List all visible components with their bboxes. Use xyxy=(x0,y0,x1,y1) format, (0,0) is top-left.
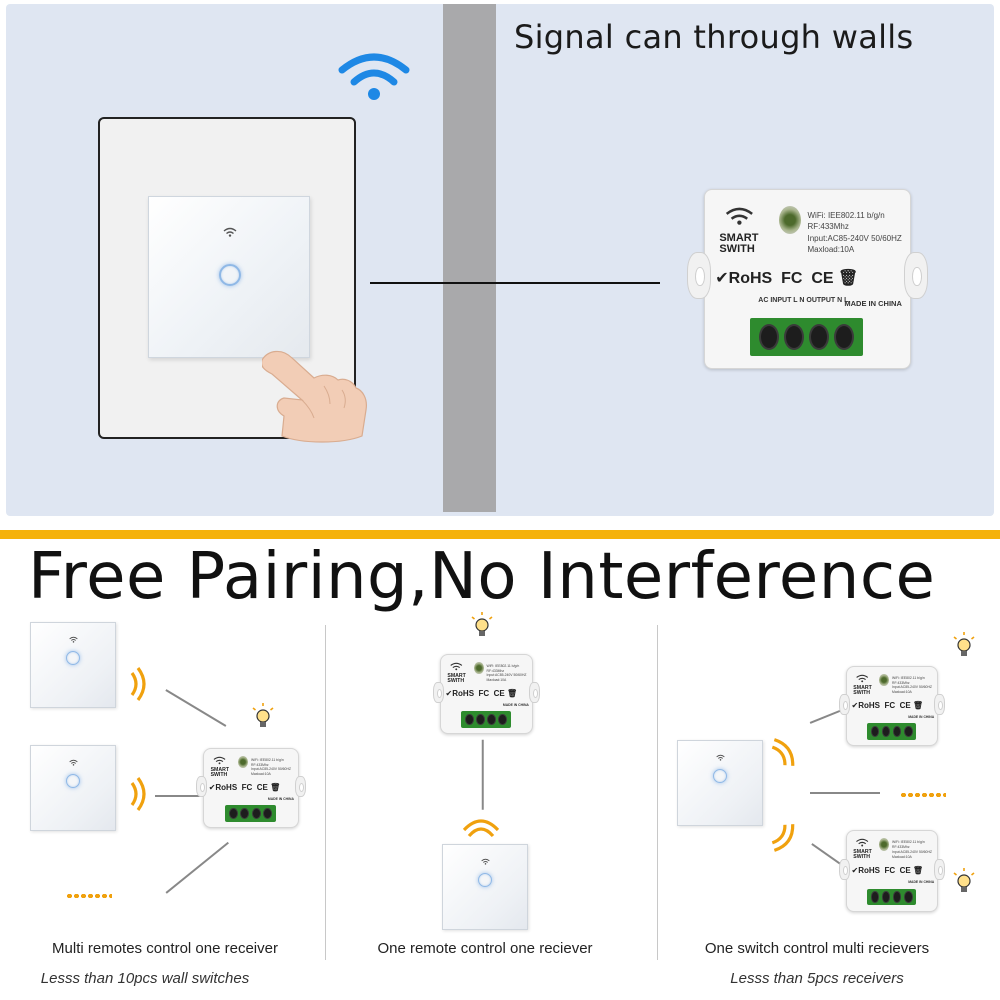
cert-marks: ✔RoHS FC CE 🗑 xyxy=(208,783,281,793)
connection-line xyxy=(370,282,660,284)
touch-ring-icon[interactable] xyxy=(66,774,80,788)
made-in-label: MADE IN CHINA xyxy=(502,702,529,707)
io-label: AC INPUT L N OUTPUT N L xyxy=(758,296,849,304)
signal-wave-icon xyxy=(771,738,795,766)
wall-divider xyxy=(443,4,496,512)
module-spec: WiFi: IEE802.11 b/g/n RF:433Mhz Input:AC… xyxy=(892,675,932,695)
made-in-label: MADE IN CHINA xyxy=(908,879,935,884)
module-spec: WiFi: IEE802.11 b/g/n RF:433Mhz Input:AC… xyxy=(486,663,527,683)
wall-switch[interactable] xyxy=(30,622,116,708)
panel-caption: One switch control multi recievers xyxy=(704,940,930,957)
bulb-icon xyxy=(953,868,975,892)
terminal-block xyxy=(750,318,863,356)
terminal-block xyxy=(224,805,277,822)
hand-icon xyxy=(262,350,367,443)
touch-ring-icon[interactable] xyxy=(66,651,80,665)
wifi-icon xyxy=(338,53,410,100)
wifi-icon xyxy=(716,754,725,761)
signal-wave-icon xyxy=(771,824,795,852)
cert-marks: ✔RoHS FC CE 🗑 xyxy=(445,689,518,699)
wall-caption: Signal can through walls xyxy=(514,18,914,56)
pair-button[interactable] xyxy=(879,838,890,851)
terminal-block xyxy=(866,888,917,906)
mount-ear xyxy=(838,859,850,880)
touch-switch-panel[interactable] xyxy=(148,196,310,358)
more-dots xyxy=(900,793,946,797)
pair-button[interactable] xyxy=(879,674,890,687)
touch-ring-icon[interactable] xyxy=(219,264,241,286)
connection-line xyxy=(165,689,227,727)
wall-switch[interactable] xyxy=(677,740,763,826)
panel-separator xyxy=(325,625,326,960)
headline: Free Pairing,No Interference xyxy=(28,540,936,614)
mount-ear xyxy=(295,776,307,797)
module-spec: WiFi: IEE802.11 b/g/n RF:433Mhz Input:AC… xyxy=(892,839,932,859)
connection-line xyxy=(810,792,880,794)
mount-ear xyxy=(934,694,946,715)
connection-line xyxy=(165,841,229,894)
bulb-icon xyxy=(252,703,274,727)
cert-marks: ✔RoHS FC CE 🗑 xyxy=(851,701,924,711)
panel-subcaption: Lesss than 10pcs wall switches xyxy=(40,970,250,987)
section-divider xyxy=(0,530,1000,539)
mount-ear xyxy=(838,694,850,715)
pair-button[interactable] xyxy=(778,206,802,235)
wifi-icon xyxy=(69,636,78,643)
wifi-icon xyxy=(450,662,463,671)
wifi-icon xyxy=(856,838,869,847)
mount-ear xyxy=(686,252,712,299)
made-in-label: MADE IN CHINA xyxy=(267,796,294,801)
wifi-icon xyxy=(856,674,869,683)
more-dots xyxy=(66,894,112,898)
cert-marks: ✔RoHS FC CE 🗑 xyxy=(715,270,859,288)
panel-caption: Multi remotes control one receiver xyxy=(52,940,278,957)
touch-ring-icon[interactable] xyxy=(478,873,492,887)
cert-marks: ✔RoHS FC CE 🗑 xyxy=(851,866,924,876)
touch-ring-icon[interactable] xyxy=(713,769,727,783)
panel-separator xyxy=(657,625,658,960)
wifi-icon xyxy=(69,759,78,766)
terminal-block xyxy=(461,711,512,728)
signal-wave-icon xyxy=(130,667,146,701)
module-spec: WiFi: IEE802.11 b/g/n RF:433Mhz Input:AC… xyxy=(807,210,902,255)
mount-ear xyxy=(903,252,929,299)
pair-button[interactable] xyxy=(237,756,249,769)
panel-subcaption: Lesss than 5pcs receivers xyxy=(730,970,904,987)
connection-line xyxy=(482,739,484,810)
signal-wave-icon xyxy=(130,777,146,811)
made-in-label: MADE IN CHINA xyxy=(844,298,902,308)
mount-ear xyxy=(432,682,444,703)
panel-caption: One remote control one reciever xyxy=(377,940,593,957)
bulb-icon xyxy=(471,612,493,636)
wifi-icon xyxy=(223,227,237,237)
wall-switch[interactable] xyxy=(30,745,116,831)
terminal-block xyxy=(866,723,917,740)
wifi-icon xyxy=(214,756,226,765)
bulb-icon xyxy=(953,632,975,656)
mount-ear xyxy=(195,776,207,797)
wifi-icon xyxy=(481,858,490,865)
pair-button[interactable] xyxy=(473,662,484,675)
made-in-label: MADE IN CHINA xyxy=(908,714,935,719)
wifi-icon xyxy=(726,207,754,225)
wall-switch[interactable] xyxy=(442,844,528,930)
connection-line xyxy=(155,795,203,797)
mount-ear xyxy=(934,859,946,880)
module-spec: WiFi: IEE802.11 b/g/n RF:433Mhz Input:AC… xyxy=(251,757,291,777)
mount-ear xyxy=(529,682,541,703)
signal-wave-icon xyxy=(463,819,499,838)
